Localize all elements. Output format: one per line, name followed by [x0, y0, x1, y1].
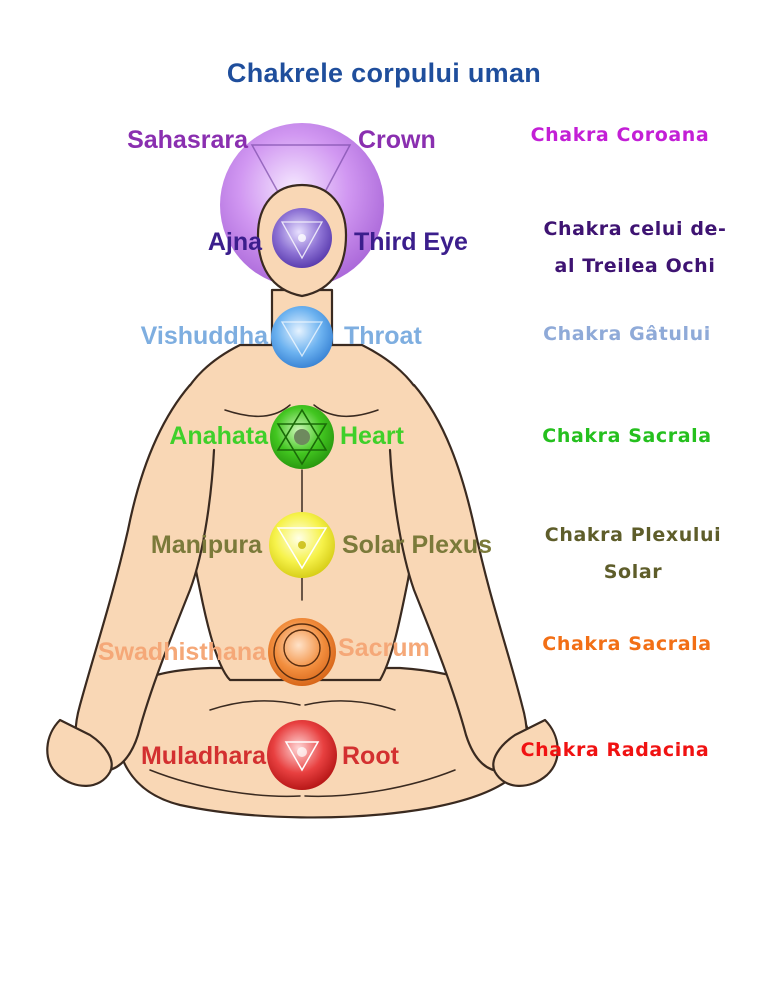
vishuddha-chakra — [271, 306, 333, 368]
label-ajna: Ajna — [208, 228, 263, 256]
ro-label-radacina: Chakra Radacina — [500, 732, 730, 769]
label-manipura: Manipura — [151, 531, 263, 559]
ajna-chakra — [272, 208, 332, 268]
label-root: Root — [342, 742, 400, 770]
label-anahata: Anahata — [169, 422, 269, 450]
muladhara-chakra — [267, 720, 337, 790]
ro-label-gatului: Chakra Gâtului — [512, 316, 742, 353]
ro-label-sacrala: Chakra Sacrala — [512, 626, 742, 663]
label-sacrum: Sacrum — [338, 634, 430, 662]
label-solar-plexus: Solar Plexus — [342, 531, 492, 559]
ro-label-ajna-line-1: Chakra celui de- — [520, 211, 750, 248]
label-third-eye: Third Eye — [354, 228, 468, 256]
ro-label-manipura-line-2: Solar — [518, 554, 748, 591]
label-throat: Throat — [344, 322, 422, 350]
ro-label-anahata: Chakra Sacrala — [512, 418, 742, 455]
ro-label-ajna-line-2: al Treilea Ochi — [520, 248, 750, 285]
label-crown: Crown — [358, 126, 436, 154]
ro-label-ajna: Chakra celui de- al Treilea Ochi — [520, 211, 750, 285]
anahata-chakra — [270, 405, 334, 469]
label-swadhisthana: Swadhisthana — [98, 638, 267, 666]
label-heart: Heart — [340, 422, 405, 450]
swadhisthana-chakra — [268, 618, 336, 686]
label-vishuddha: Vishuddha — [141, 322, 269, 350]
manipura-chakra — [269, 512, 335, 578]
label-sahasrara: Sahasrara — [127, 126, 249, 154]
ro-label-manipura: Chakra Plexului Solar — [518, 517, 748, 591]
ro-label-manipura-line-1: Chakra Plexului — [518, 517, 748, 554]
ro-label-coroana: Chakra Coroana — [505, 117, 735, 154]
label-muladhara: Muladhara — [141, 742, 267, 770]
